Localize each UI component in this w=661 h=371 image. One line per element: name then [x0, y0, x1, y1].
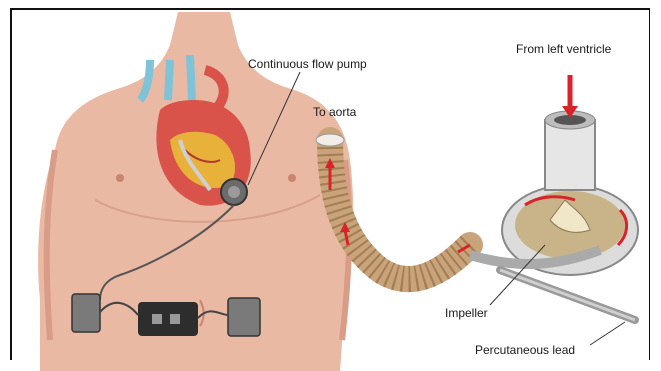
label-percutaneous-lead: Percutaneous lead [475, 343, 575, 357]
label-impeller: Impeller [445, 306, 488, 320]
label-from-left-ventricle: From left ventricle [516, 42, 611, 56]
pump-housing [470, 111, 638, 320]
label-continuous-flow-pump: Continuous flow pump [248, 57, 367, 71]
label-to-aorta: To aorta [313, 105, 356, 119]
